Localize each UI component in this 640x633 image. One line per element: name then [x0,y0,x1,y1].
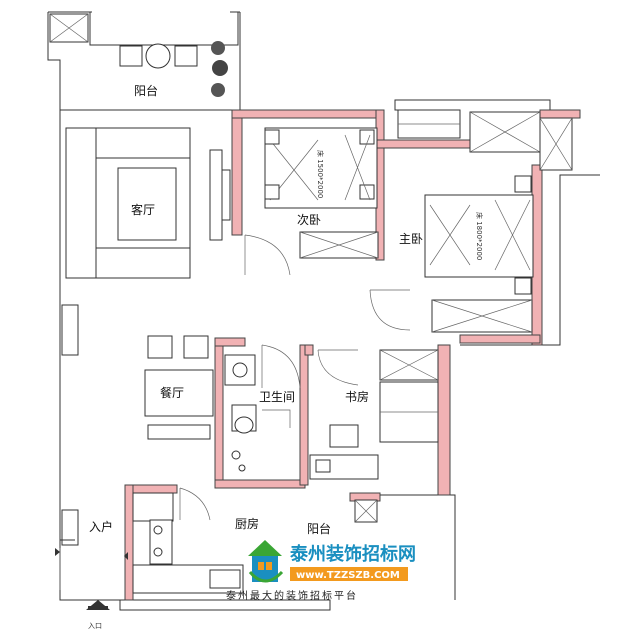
interior-walls [124,109,581,601]
entrance-marker [86,600,110,610]
label-second-bedroom: 次卧 [297,213,321,227]
master-bedroom-window [397,109,461,139]
potted-plants [211,41,228,97]
entrance-cabinet [61,304,79,546]
watermark-title: 泰州装饰招标网 [289,543,416,565]
kitchen-fixtures [132,492,244,594]
kitchen-door [179,487,211,521]
living-room-furniture [65,127,231,279]
label-entrance: 入户 [89,519,113,534]
entrance-door [55,539,128,590]
label-study: 书房 [345,389,369,404]
watermark-logo [248,540,284,583]
master-bathroom-cabinet [469,111,573,171]
master-bedroom-wardrobe [431,299,533,333]
window-top-left [49,13,89,43]
watermark: 泰州装饰招标网 www.TZZSZB.COM 泰州最大的装饰招标平台 [226,540,416,602]
label-living-room: 客厅 [131,202,155,217]
label-entrance-marker: 入口 [88,622,102,630]
master-bedroom-door [369,289,411,331]
dining-set [144,335,214,440]
label-master-bedroom: 主卧 [399,232,423,246]
second-bedroom-bed-label: 床 1500*2000 [316,150,325,198]
watermark-url-banner [290,567,408,581]
label-balcony-bottom: 阳台 [307,521,331,536]
bottom-balcony-window [354,499,378,523]
bathroom-fixtures [224,354,291,472]
watermark-slogan: 泰州最大的装饰招标平台 [226,589,358,602]
bathroom-door [261,344,301,389]
outer-walls [47,11,600,611]
master-bedroom-bed [424,175,534,295]
second-bedroom-bed [264,127,378,209]
study-door [317,349,359,386]
balcony-table-set [119,43,198,69]
master-bedroom-bed-label: 床 1800*2000 [475,212,484,260]
second-bedroom-door [244,234,291,276]
watermark-url: www.TZZSZB.COM [296,570,400,581]
study-desk [309,424,379,480]
second-bedroom-wardrobe [299,231,379,259]
label-bathroom: 卫生间 [259,390,295,404]
label-dining-room: 餐厅 [160,385,184,400]
study-bookshelf [379,349,439,443]
label-balcony-top: 阳台 [134,83,158,98]
label-kitchen: 厨房 [235,516,259,531]
